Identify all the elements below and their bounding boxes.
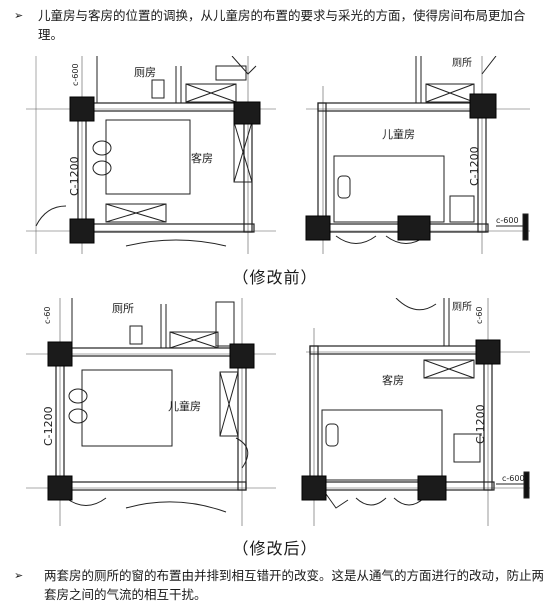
- after-left-dim-top: c-60: [43, 307, 52, 324]
- bullet-arrow-icon: ➢: [14, 569, 24, 582]
- bottom-note-text: 两套房的厕所的窗的布置由并排到相互错开的改变。这是从通气的方面进行的改动，防止两…: [44, 568, 545, 602]
- before-right-toilet-label: 厕所: [452, 57, 472, 69]
- before-right-room-label: 儿童房: [382, 127, 415, 141]
- floor-plan-before-drawing: 厕房 客房 c-600 C-1200 厕所 儿童房 C-1200 c-600: [26, 56, 530, 254]
- after-left-toilet-label: 厕所: [112, 302, 134, 315]
- bottom-note: ➢ 两套房的厕所的窗的布置由并排到相互错开的改变。这是从通气的方面进行的改动，防…: [14, 566, 544, 604]
- floor-plan-before: 厕房 客房 c-600 C-1200 厕所 儿童房 C-1200 c-600: [26, 56, 530, 254]
- caption-after: （修改后）: [232, 539, 318, 558]
- floor-plan-after-drawing: 厕所 儿童房 c-60 C-1200 厕所 客房 c-60 C-1200 c-6…: [26, 298, 530, 526]
- after-right-toilet-label: 厕所: [452, 301, 472, 313]
- after-right-room-label: 客房: [382, 373, 404, 387]
- caption-before: （修改前）: [232, 268, 318, 287]
- before-left-dim-side: C-1200: [68, 156, 81, 196]
- before-left-dim-top: c-600: [71, 63, 80, 86]
- after-right-dim-top: c-60: [475, 307, 484, 324]
- after-right-dim-side: C-1200: [474, 404, 487, 444]
- top-note-text: 儿童房与客房的位置的调换，从儿童房的布置的要求与采光的方面，使得房间布局更加合理…: [38, 8, 526, 42]
- after-right-dim-bottom: c-600: [502, 474, 525, 483]
- before-left-toilet-label: 厕房: [134, 66, 156, 79]
- before-left-room-label: 客房: [191, 151, 213, 165]
- before-right-dim-bottom: c-600: [496, 216, 519, 225]
- floor-plan-after: 厕所 儿童房 c-60 C-1200 厕所 客房 c-60 C-1200 c-6…: [26, 298, 530, 526]
- top-note: ➢ 儿童房与客房的位置的调换，从儿童房的布置的要求与采光的方面，使得房间布局更加…: [14, 6, 534, 44]
- after-left-room-label: 儿童房: [168, 399, 201, 413]
- before-right-dim-side: C-1200: [468, 146, 481, 186]
- bullet-arrow-icon: ➢: [14, 9, 24, 22]
- after-left-dim-side: C-1200: [42, 406, 55, 446]
